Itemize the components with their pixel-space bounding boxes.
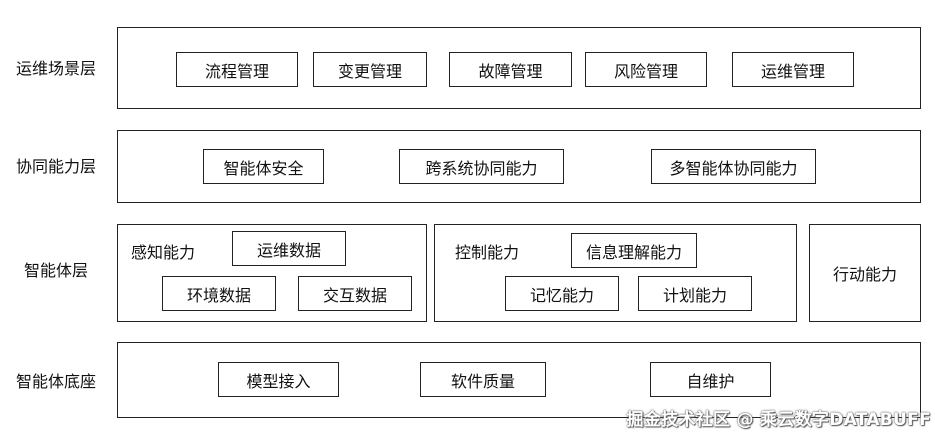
- box-software-quality: 软件质量: [420, 362, 546, 397]
- layer-label-agent: 智能体层: [23, 261, 88, 280]
- box-self-maintenance: 自维护: [650, 362, 771, 397]
- box-environment-data: 环境数据: [162, 276, 276, 311]
- layer-label-ops-scenarios: 运维场景层: [15, 59, 96, 78]
- box-planning: 计划能力: [638, 276, 752, 311]
- box-interaction-data: 交互数据: [298, 276, 412, 311]
- layer-label-collaboration: 协同能力层: [15, 157, 96, 176]
- box-process-management: 流程管理: [176, 52, 298, 87]
- box-ops-data: 运维数据: [232, 231, 346, 266]
- box-agent-security: 智能体安全: [203, 149, 324, 184]
- box-risk-management: 风险管理: [585, 52, 707, 87]
- group-title-control: 控制能力: [455, 243, 520, 262]
- box-information-understanding: 信息理解能力: [571, 233, 697, 268]
- box-cross-system-collaboration: 跨系统协同能力: [399, 149, 564, 184]
- layer-label-agent-base: 智能体底座: [15, 372, 96, 391]
- box-change-management: 变更管理: [313, 52, 427, 87]
- box-multi-agent-collaboration: 多智能体协同能力: [651, 149, 816, 184]
- box-incident-management: 故障管理: [449, 52, 572, 87]
- watermark: 掘金技术社区 @ 乘云数字DATABUFF: [626, 410, 931, 430]
- box-operations-management: 运维管理: [732, 52, 854, 87]
- box-memory: 记忆能力: [505, 276, 619, 311]
- box-model-access: 模型接入: [218, 362, 339, 397]
- group-frame-action: 行动能力: [809, 224, 921, 322]
- group-title-perception: 感知能力: [131, 243, 196, 262]
